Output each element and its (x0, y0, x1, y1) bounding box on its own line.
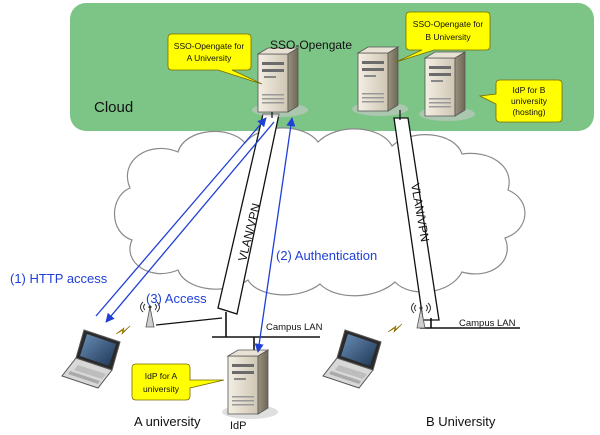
callout-sso-b-line1: SSO-Opengate for (413, 19, 484, 29)
callout-idp-a-line1: IdP for A (145, 371, 178, 381)
campus-lan-a: Campus LAN (155, 312, 323, 352)
callout-idp-b-line3: (hosting) (512, 107, 545, 117)
http-access-label: (1) HTTP access (10, 271, 108, 286)
callout-sso-a-line1: SSO-Opengate for (174, 41, 245, 51)
flow-arrows (95, 117, 296, 353)
site-label-b: B University (426, 414, 496, 429)
callout-sso-a-line2: A University (187, 53, 233, 63)
campus-lan-b: Campus LAN (420, 318, 520, 329)
idp-a-server (221, 349, 279, 420)
callout-idp-a-line2: university (143, 384, 180, 394)
campus-lan-b-label: Campus LAN (459, 318, 516, 329)
lightning-icon-a (115, 325, 131, 335)
callout-idp-b: IdP for B university (hosting) (478, 79, 563, 123)
callout-idp-a: IdP for A university (131, 363, 225, 401)
authentication-label: (2) Authentication (276, 248, 377, 263)
laptop-b-university (322, 329, 382, 389)
callout-sso-a: SSO-Opengate for A University (167, 33, 263, 85)
laptop-a-university (61, 329, 121, 389)
internet-cloud (113, 127, 526, 297)
campus-lan-a-label: Campus LAN (266, 322, 323, 333)
callout-idp-b-line1: IdP for B (513, 85, 546, 95)
access-arrow (105, 121, 275, 323)
access-label: (3) Access (146, 291, 207, 306)
vpn-tunnel-b: VLAN/VPN (393, 117, 440, 321)
lightning-icon-b (387, 323, 403, 333)
cloud-label: Cloud (94, 99, 133, 116)
authentication-arrow (254, 117, 296, 353)
callout-idp-b-line2: university (511, 96, 548, 106)
site-label-a: A university (134, 414, 201, 429)
idp-label: IdP (230, 420, 247, 430)
callout-sso-b: SSO-Opengate for B University (395, 11, 491, 63)
callout-sso-b-line2: B University (425, 32, 471, 42)
sso-opengate-label: SSO-Opengate (270, 38, 352, 52)
http-access-arrow (95, 117, 267, 317)
